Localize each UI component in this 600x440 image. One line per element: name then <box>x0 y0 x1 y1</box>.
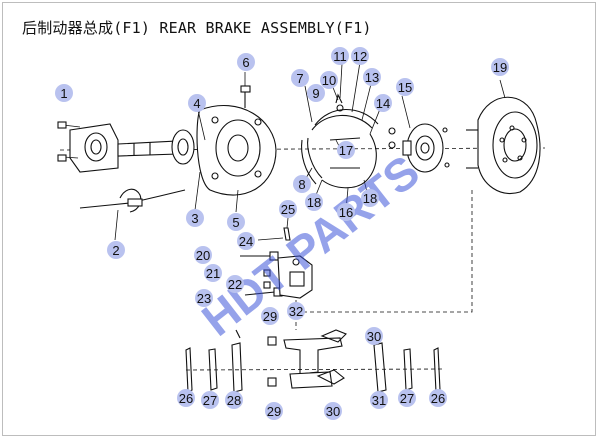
svg-text:8: 8 <box>298 177 305 192</box>
svg-text:27: 27 <box>400 391 414 406</box>
callout-30-bottom: 30 <box>324 402 342 420</box>
svg-text:15: 15 <box>398 80 412 95</box>
callout-14: 14 <box>374 94 392 112</box>
callout-6: 6 <box>237 53 255 71</box>
callout-15: 15 <box>396 78 414 96</box>
svg-text:31: 31 <box>372 393 386 408</box>
svg-text:32: 32 <box>289 304 303 319</box>
callout-20: 20 <box>194 246 212 264</box>
svg-text:19: 19 <box>493 60 507 75</box>
svg-text:26: 26 <box>179 391 193 406</box>
callout-19: 19 <box>491 58 509 76</box>
callout-11: 11 <box>331 47 349 65</box>
svg-text:11: 11 <box>333 49 347 64</box>
callout-16: 16 <box>337 203 355 221</box>
callout-1: 1 <box>55 84 73 102</box>
callout-21: 21 <box>204 264 222 282</box>
callout-26-right: 26 <box>429 389 447 407</box>
callout-29-top: 29 <box>261 307 279 325</box>
caliper-leader-line <box>295 190 473 330</box>
svg-text:10: 10 <box>322 73 336 88</box>
svg-text:14: 14 <box>376 96 390 111</box>
callout-5: 5 <box>227 213 245 231</box>
callout-30-top: 30 <box>365 327 383 345</box>
svg-text:12: 12 <box>353 49 367 64</box>
callout-27-left: 27 <box>201 391 219 409</box>
callout-28: 28 <box>225 391 243 409</box>
svg-text:29: 29 <box>263 309 277 324</box>
svg-text:17: 17 <box>339 143 353 158</box>
svg-text:25: 25 <box>281 202 295 217</box>
bolt-part <box>240 72 251 108</box>
svg-text:9: 9 <box>312 86 319 101</box>
svg-text:21: 21 <box>206 266 220 281</box>
callout-4: 4 <box>188 94 206 112</box>
svg-text:23: 23 <box>197 291 211 306</box>
svg-text:2: 2 <box>112 243 119 258</box>
callout-8: 8 <box>293 175 311 193</box>
diagram-frame <box>2 2 596 436</box>
callout-29-bottom: 29 <box>265 402 283 420</box>
callout-22: 22 <box>226 275 244 293</box>
callout-3: 3 <box>186 209 204 227</box>
svg-text:29: 29 <box>267 404 281 419</box>
brake-pads-part <box>185 329 443 393</box>
svg-text:30: 30 <box>367 329 381 344</box>
callout-10: 10 <box>320 71 338 89</box>
callout-23: 23 <box>195 289 213 307</box>
svg-text:30: 30 <box>326 404 340 419</box>
callout-26-left: 26 <box>177 389 195 407</box>
svg-text:27: 27 <box>203 393 217 408</box>
callout-25: 25 <box>279 200 297 218</box>
svg-text:18: 18 <box>307 195 321 210</box>
svg-text:22: 22 <box>228 277 242 292</box>
svg-text:1: 1 <box>60 86 67 101</box>
diagram-title: 后制动器总成(F1) REAR BRAKE ASSEMBLY(F1) <box>22 19 372 37</box>
callout-32: 32 <box>287 302 305 320</box>
callout-2: 2 <box>107 241 125 259</box>
svg-text:20: 20 <box>196 248 210 263</box>
backing-plate-part <box>171 105 277 213</box>
callout-31: 31 <box>370 391 388 409</box>
callout-9: 9 <box>307 84 325 102</box>
svg-text:7: 7 <box>296 71 303 86</box>
svg-text:3: 3 <box>191 211 198 226</box>
parking-brake-cable-part <box>79 188 186 241</box>
rotor-part <box>466 79 541 194</box>
callout-13: 13 <box>363 68 381 86</box>
callout-18-right: 18 <box>361 189 379 207</box>
svg-text:4: 4 <box>193 96 200 111</box>
callout-27-right: 27 <box>398 389 416 407</box>
brake-shoes-part <box>301 61 383 211</box>
svg-text:18: 18 <box>363 191 377 206</box>
callout-17: 17 <box>337 141 355 159</box>
axle-flange-part <box>57 121 179 173</box>
svg-text:24: 24 <box>239 234 253 249</box>
svg-text:6: 6 <box>242 55 249 70</box>
hub-part <box>388 95 450 173</box>
svg-text:28: 28 <box>227 393 241 408</box>
callout-12: 12 <box>351 47 369 65</box>
callout-7: 7 <box>291 69 309 87</box>
callout-24: 24 <box>237 232 255 250</box>
svg-text:5: 5 <box>232 215 239 230</box>
svg-text:26: 26 <box>431 391 445 406</box>
callout-18-left: 18 <box>305 193 323 211</box>
svg-text:16: 16 <box>339 205 353 220</box>
svg-text:13: 13 <box>365 70 379 85</box>
caliper-body-part <box>277 255 313 305</box>
